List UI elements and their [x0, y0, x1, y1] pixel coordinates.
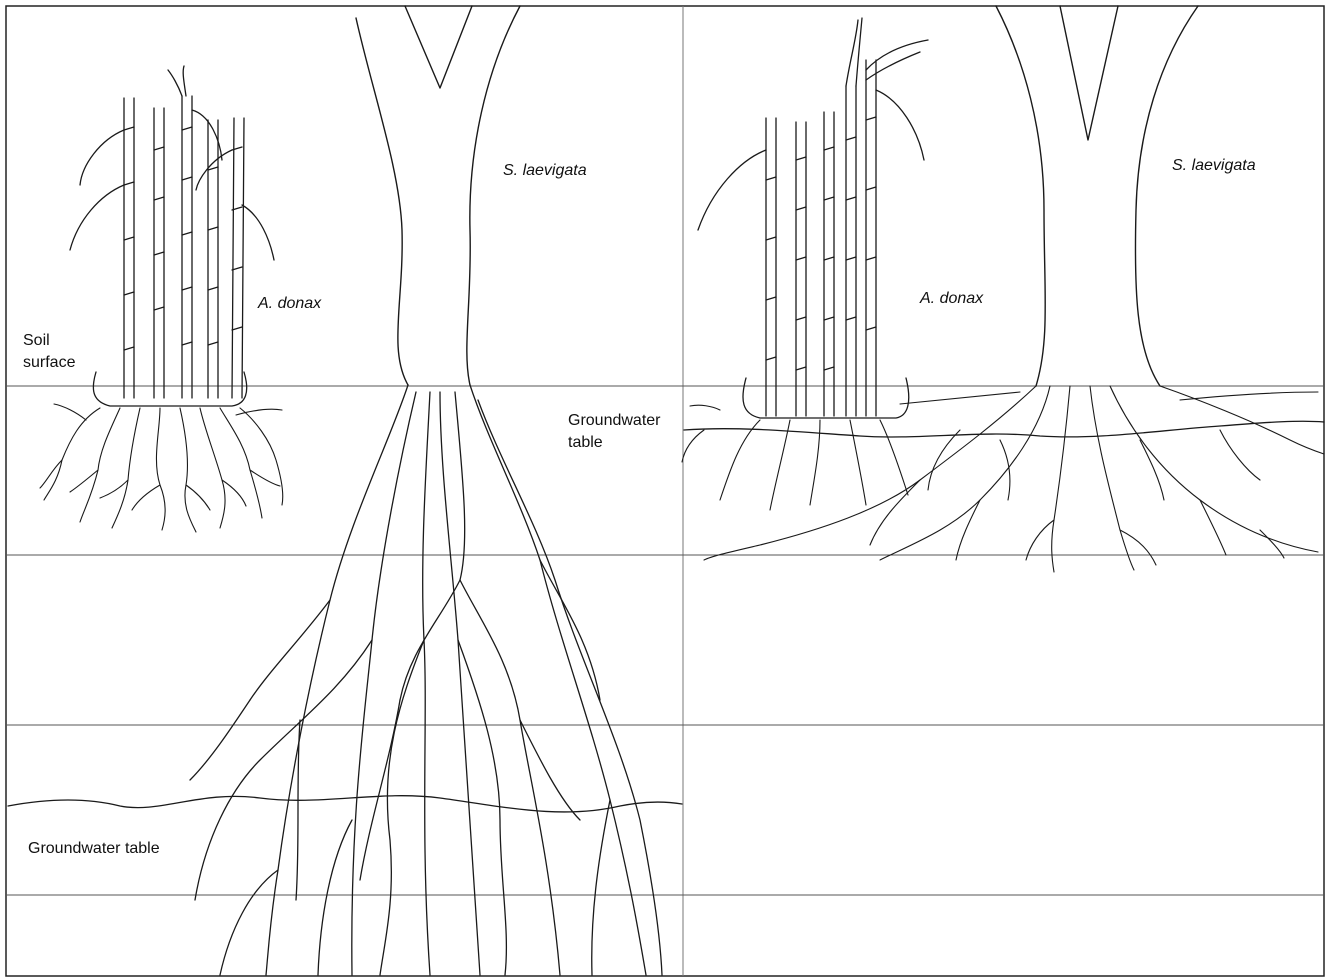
right-groundwater-line	[684, 421, 1324, 437]
soil-surface-label-line-2: surface	[23, 352, 75, 374]
left-reed-stems	[70, 66, 274, 406]
frame	[6, 6, 1324, 976]
right-reed-label: A. donax	[920, 288, 983, 310]
right-tree-trunk	[996, 6, 1198, 386]
right-groundwater-label-line-1: Groundwater	[568, 410, 661, 432]
right-tree-label: S. laevigata	[1172, 155, 1256, 177]
left-reed-roots	[40, 404, 283, 532]
left-tree-trunk	[356, 6, 520, 385]
grid	[6, 6, 1324, 976]
left-tree-roots	[190, 385, 662, 975]
right-reed-stems	[698, 18, 928, 418]
left-reed-label: A. donax	[258, 293, 321, 315]
right-roots	[682, 386, 1324, 572]
left-groundwater-label: Groundwater table	[28, 838, 160, 860]
right-groundwater-label-line-2: table	[568, 432, 603, 454]
left-tree-label: S. laevigata	[503, 160, 587, 182]
soil-surface-label-line-1: Soil	[23, 330, 50, 352]
left-groundwater-line	[8, 796, 682, 812]
